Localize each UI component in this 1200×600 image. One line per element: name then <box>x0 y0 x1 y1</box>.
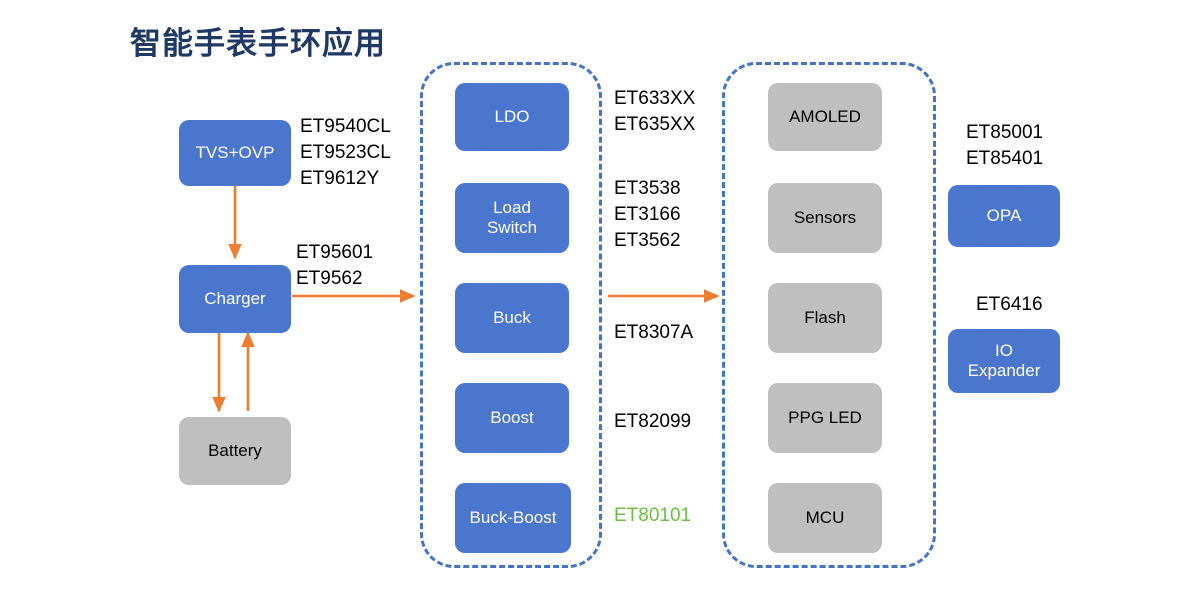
block-flash-label: Flash <box>804 308 846 328</box>
block-boost-label: Boost <box>490 408 534 428</box>
part-labels-charger: ET95601 ET9562 <box>296 242 374 290</box>
part-labels-ldo: ET633XX ET635XX <box>614 88 696 136</box>
block-buck-boost[interactable]: Buck-Boost <box>455 483 571 553</box>
block-boost[interactable]: Boost <box>455 383 569 453</box>
block-buck[interactable]: Buck <box>455 283 569 353</box>
block-sensors-label: Sensors <box>793 208 857 228</box>
block-opa-label: OPA <box>986 206 1022 226</box>
block-mcu-label: MCU <box>805 508 845 528</box>
part-labels-load-switch: ET3538 ET3166 ET3562 <box>614 178 681 252</box>
page-title: 智能手表手环应用 <box>130 26 386 61</box>
block-battery-label: Battery <box>208 441 262 461</box>
block-io-expander[interactable]: IO Expander <box>948 329 1060 393</box>
block-buck-boost-label: Buck-Boost <box>469 508 557 528</box>
block-mcu[interactable]: MCU <box>768 483 882 553</box>
block-charger-label: Charger <box>204 289 266 309</box>
part-labels-buck: ET8307A <box>614 322 694 343</box>
block-opa[interactable]: OPA <box>948 185 1060 247</box>
system-peripherals-group-container <box>722 62 936 568</box>
block-ppg-led-label: PPG LED <box>788 408 862 428</box>
power-management-group-container <box>420 62 602 568</box>
block-sensors[interactable]: Sensors <box>768 183 882 253</box>
part-labels-buck-boost: ET80101 <box>614 505 692 526</box>
block-flash[interactable]: Flash <box>768 283 882 353</box>
block-tvs-ovp-label: TVS+OVP <box>195 143 275 163</box>
block-ppg-led[interactable]: PPG LED <box>768 383 882 453</box>
block-ldo-label: LDO <box>494 107 530 127</box>
block-amoled[interactable]: AMOLED <box>768 83 882 151</box>
block-load-switch-label: Load Switch <box>486 198 538 237</box>
part-labels-boost: ET82099 <box>614 411 692 432</box>
block-io-expander-label: IO Expander <box>967 341 1041 380</box>
block-battery[interactable]: Battery <box>179 417 291 485</box>
block-load-switch[interactable]: Load Switch <box>455 183 569 253</box>
block-charger[interactable]: Charger <box>179 265 291 333</box>
part-labels-io-expander: ET6416 <box>976 294 1043 315</box>
block-tvs-ovp[interactable]: TVS+OVP <box>179 120 291 186</box>
block-amoled-label: AMOLED <box>789 107 861 127</box>
part-labels-tvs-ovp: ET9540CL ET9523CL ET9612Y <box>300 116 391 190</box>
part-labels-opa: ET85001 ET85401 <box>966 122 1044 170</box>
block-ldo[interactable]: LDO <box>455 83 569 151</box>
block-buck-label: Buck <box>493 308 531 328</box>
